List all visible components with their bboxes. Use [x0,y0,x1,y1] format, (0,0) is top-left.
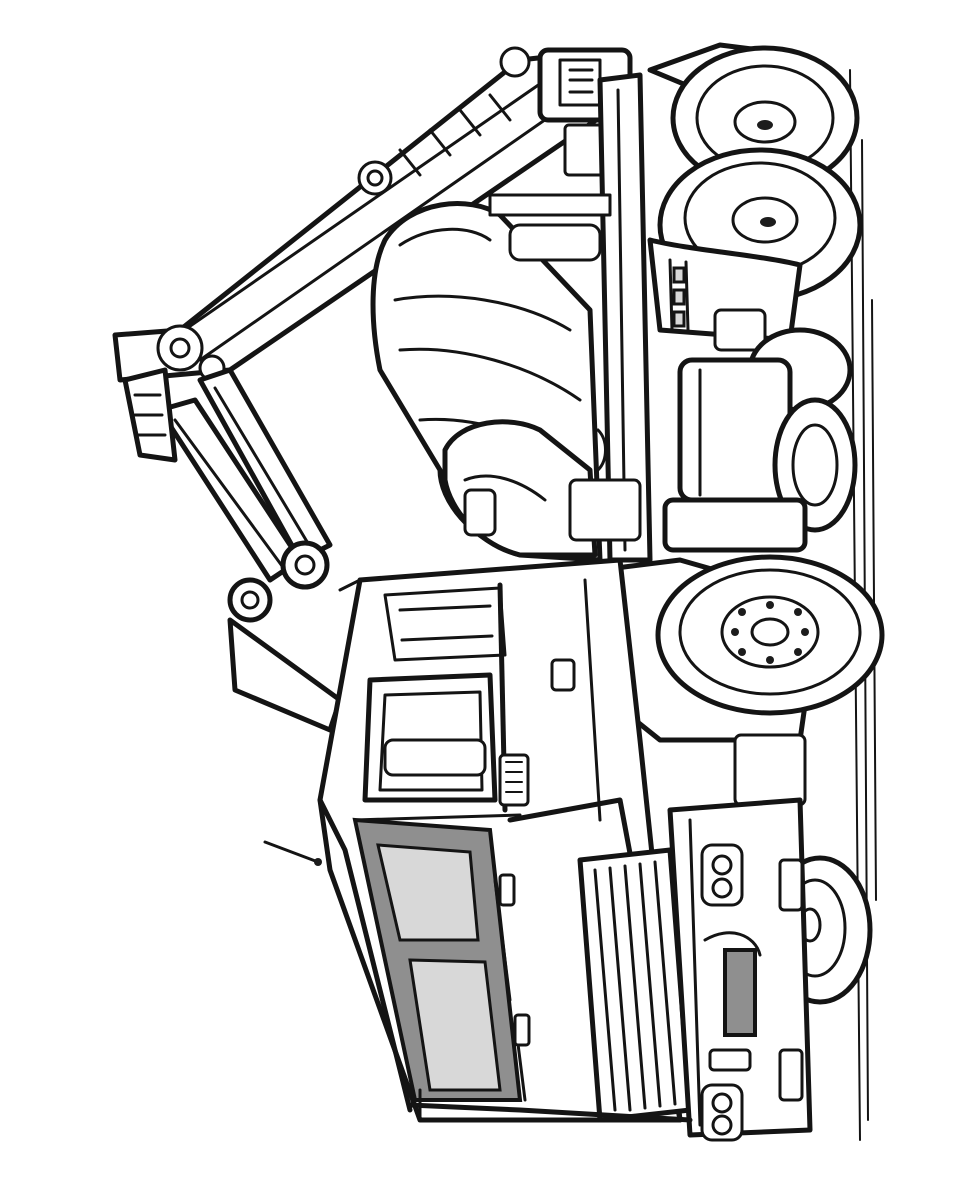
front-wheel [597,554,885,807]
mixer-drum [370,201,603,563]
chassis-rail [488,72,653,563]
cab-sill [407,1088,693,1123]
hydraulic-arms [122,367,343,733]
rear-wheels [647,42,863,413]
truck-cab [263,557,683,1123]
grille-bumper [577,797,813,1142]
middle-axle [662,357,858,553]
